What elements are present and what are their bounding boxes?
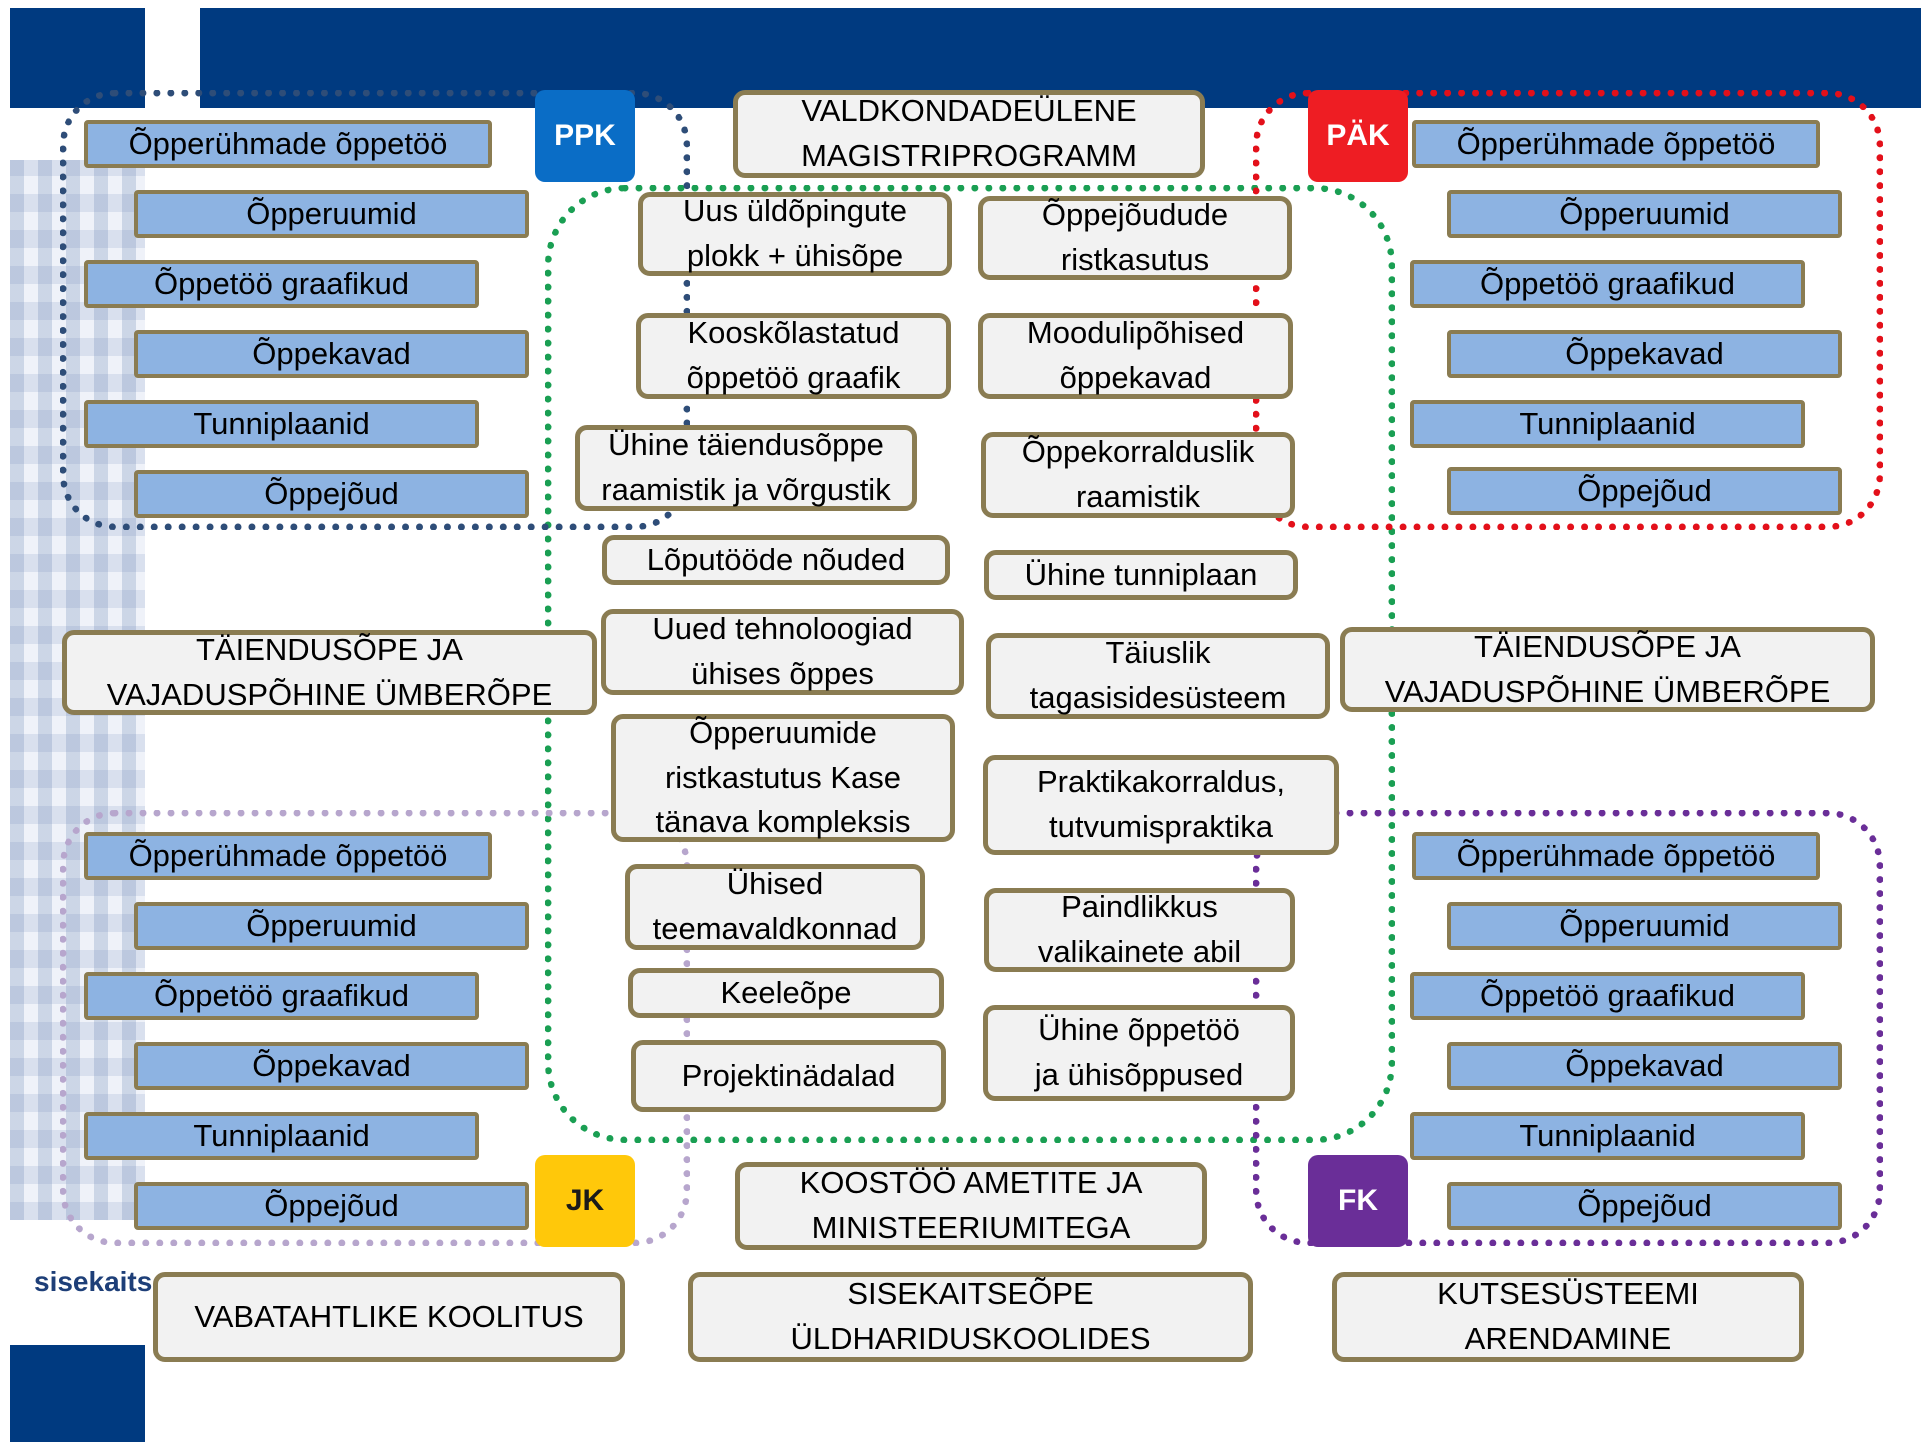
pak-item: Tunniplaanid [1410, 400, 1805, 448]
fk-item: Õppejõud [1447, 1182, 1842, 1230]
ppk-item: Õppejõud [134, 470, 529, 518]
jk-item: Õppejõud [134, 1182, 529, 1230]
continuing-education-right-box: TÄIENDUSÕPE JA VAJADUSPÕHINE ÜMBERÕPE [1340, 627, 1875, 712]
jk-tag: JK [535, 1155, 635, 1247]
ppk-item: Õppekavad [134, 330, 529, 378]
shared-item-box: Ühine tunniplaan [984, 550, 1298, 600]
shared-item-box: Praktikakorraldus, tutvumispraktika [983, 755, 1339, 855]
masters-programme-box: VALDKONDADEÜLENE MAGISTRIPROGRAMM [733, 90, 1205, 178]
ppk-region [60, 90, 690, 530]
fk-item: Õpperuumid [1447, 902, 1842, 950]
shared-item-box: Paindlikkus valikainete abil [984, 888, 1295, 972]
shared-item-box: Lõputööde nõuded [602, 535, 950, 585]
shared-item-box: Uus üldõpingute plokk + ühisõpe [638, 192, 952, 276]
pak-item: Õpperuumid [1447, 190, 1842, 238]
vocational-system-box: KUTSESÜSTEEMI ARENDAMINE [1332, 1272, 1804, 1362]
shared-item-box: Ühised teemavaldkonnad [625, 864, 925, 950]
fk-tag: FK [1308, 1155, 1408, 1247]
shared-item-box: Projektinädalad [631, 1040, 946, 1112]
pak-item: Õppetöö graafikud [1410, 260, 1805, 308]
jk-item: Õpperuumid [134, 902, 529, 950]
school-education-box: SISEKAITSEÕPE ÜLDHARIDUSKOOLIDES [688, 1272, 1253, 1362]
shared-item-box: Ühine täiendusõppe raamistik ja võrgusti… [575, 425, 917, 511]
shared-item-box: Moodulipõhised õppekavad [978, 313, 1293, 399]
pak-tag: PÄK [1308, 90, 1408, 182]
shared-item-box: Täiuslik tagasisidesüsteem [986, 633, 1330, 719]
volunteer-training-box: VABATAHTLIKE KOOLITUS [153, 1272, 625, 1362]
ppk-item: Õpperühmade õppetöö [84, 120, 492, 168]
fk-item: Õppetöö graafikud [1410, 972, 1805, 1020]
shared-item-box: Õppejõudude ristkasutus [978, 196, 1292, 280]
ppk-tag: PPK [535, 90, 635, 182]
fk-item: Tunniplaanid [1410, 1112, 1805, 1160]
shared-item-box: Õppekorralduslik raamistik [981, 432, 1295, 518]
logo-text: sisekaitse [34, 1266, 154, 1297]
jk-item: Tunniplaanid [84, 1112, 479, 1160]
pak-item: Õpperühmade õppetöö [1412, 120, 1820, 168]
footer-block [10, 1345, 145, 1442]
jk-item: Õppetöö graafikud [84, 972, 479, 1020]
jk-region [60, 810, 690, 1246]
pak-region [1253, 90, 1883, 530]
jk-item: Õppekavad [134, 1042, 529, 1090]
ppk-item: Õppetöö graafikud [84, 260, 479, 308]
fk-item: Õpperühmade õppetöö [1412, 832, 1820, 880]
continuing-education-left-box: TÄIENDUSÕPE JA VAJADUSPÕHINE ÜMBERÕPE [62, 630, 597, 715]
shared-item-box: Kooskõlastatud õppetöö graafik [636, 313, 951, 399]
shared-item-box: Ühine õppetöö ja ühisõppused [983, 1005, 1295, 1101]
jk-item: Õpperühmade õppetöö [84, 832, 492, 880]
pak-item: Õppekavad [1447, 330, 1842, 378]
ppk-item: Tunniplaanid [84, 400, 479, 448]
ppk-item: Õpperuumid [134, 190, 529, 238]
cooperation-box: KOOSTÖÖ AMETITE JA MINISTEERIUMITEGA [735, 1162, 1207, 1250]
pak-item: Õppejõud [1447, 467, 1842, 515]
fk-item: Õppekavad [1447, 1042, 1842, 1090]
shared-item-box: Õpperuumide ristkastutus Kase tänava kom… [611, 714, 955, 842]
shared-item-box: Keeleõpe [628, 968, 944, 1018]
shared-item-box: Uued tehnoloogiad ühises õppes [601, 609, 964, 695]
